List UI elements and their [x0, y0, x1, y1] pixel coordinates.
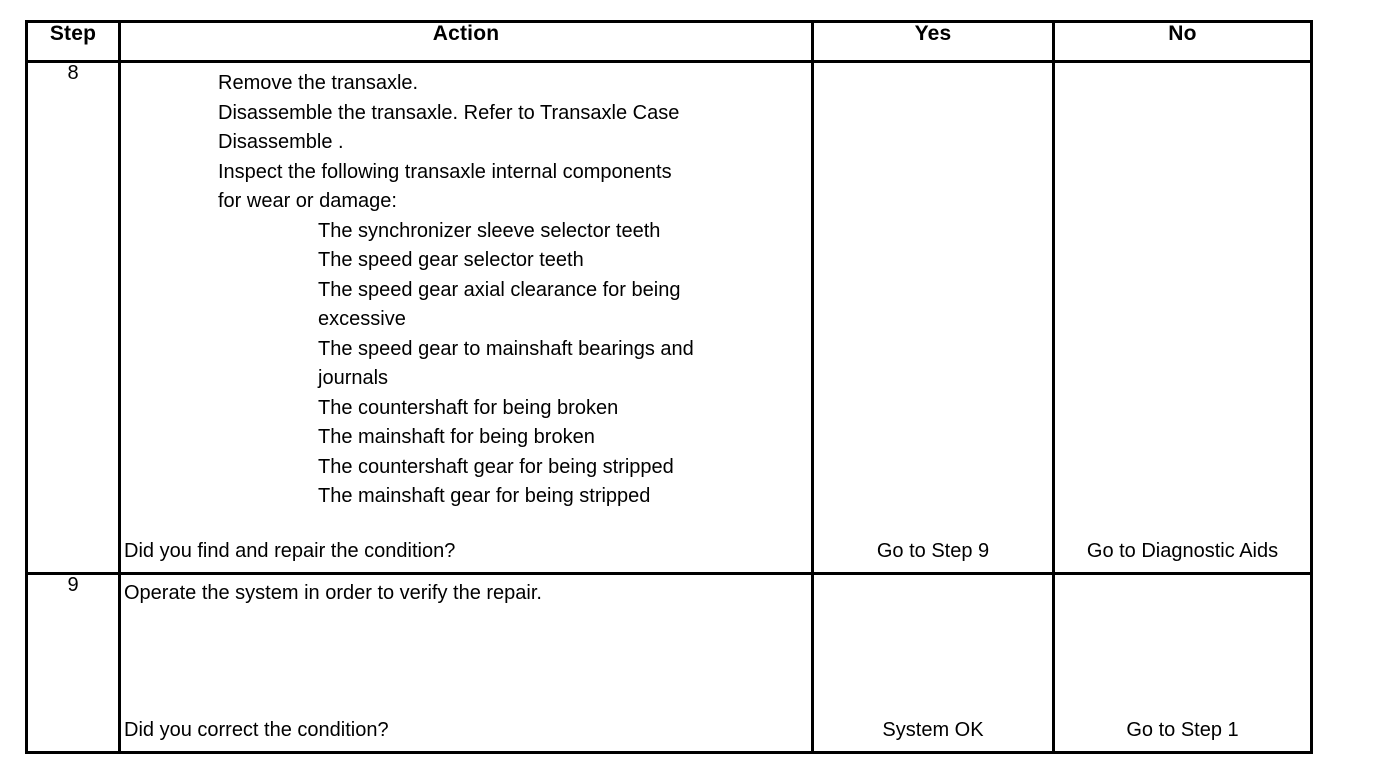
list-item-continuation: journals	[318, 367, 389, 389]
action-line: Remove the transaxle.	[218, 72, 419, 94]
list-item: The speed gear to mainshaft bearings and	[318, 337, 694, 360]
table-row: 8 Remove the transaxle. Disassemble the …	[25, 60, 1313, 575]
table-header-row: Step Action Yes No	[25, 20, 1313, 63]
yes-result-text: System OK	[882, 719, 984, 741]
list-item: The speed gear selector teeth	[318, 249, 584, 271]
list-item-continuation: excessive	[318, 308, 406, 330]
action-question: Did you find and repair the condition?	[124, 540, 456, 562]
yes-result-text: Go to Step 9	[876, 540, 990, 562]
yes-result-cell: System OK	[811, 572, 1055, 754]
yes-result-cell: Go to Step 9	[811, 60, 1055, 575]
action-intro-lines: Remove the transaxle. Disassemble the tr…	[121, 63, 811, 217]
no-result-cell: Go to Step 1	[1052, 572, 1313, 754]
column-header-no: No	[1052, 20, 1313, 63]
action-cell: Operate the system in order to verify th…	[118, 572, 814, 754]
column-header-step: Step	[25, 20, 121, 63]
action-question: Did you correct the condition?	[124, 719, 389, 741]
list-item: The speed gear axial clearance for being	[318, 278, 681, 301]
list-item: The mainshaft for being broken	[318, 426, 595, 448]
no-result-cell: Go to Diagnostic Aids	[1052, 60, 1313, 575]
diagnostic-procedure-table: Step Action Yes No 8 Remove the transaxl…	[25, 20, 1313, 754]
list-item: The synchronizer sleeve selector teeth	[318, 219, 661, 242]
action-line: for wear or damage:	[218, 190, 397, 212]
column-header-yes: Yes	[811, 20, 1055, 63]
step-number-cell: 8	[25, 60, 121, 575]
no-result-text: Go to Step 1	[1126, 719, 1239, 741]
action-cell: Remove the transaxle. Disassemble the tr…	[118, 60, 814, 575]
table-row: 9 Operate the system in order to verify …	[25, 572, 1313, 754]
action-line: Inspect the following transaxle internal…	[218, 160, 672, 183]
list-item: The countershaft for being broken	[318, 396, 619, 419]
list-item: The mainshaft gear for being stripped	[318, 485, 651, 507]
step-number-cell: 9	[25, 572, 121, 754]
action-line: Disassemble .	[218, 131, 344, 153]
action-line: Disassemble the transaxle. Refer to Tran…	[218, 101, 680, 124]
action-inspection-list: The synchronizer sleeve selector teeth T…	[121, 217, 811, 512]
action-instruction: Operate the system in order to verify th…	[124, 582, 542, 604]
list-item: The countershaft gear for being stripped	[318, 455, 674, 478]
no-result-text: Go to Diagnostic Aids	[1086, 540, 1279, 562]
column-header-action: Action	[118, 20, 814, 63]
